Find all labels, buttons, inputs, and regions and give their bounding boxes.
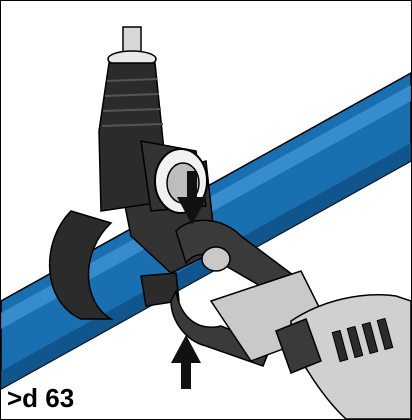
press-tool	[170, 219, 411, 419]
tool-grip-vents	[331, 317, 394, 363]
fitting-ribs	[101, 78, 164, 127]
arrow-up-icon	[171, 335, 201, 389]
arrow-down-icon	[177, 171, 207, 225]
pipe-size-label: >d 63	[7, 383, 75, 413]
saddle-left-band	[48, 210, 114, 320]
tool-dark-collar	[275, 318, 322, 374]
tool-jaw-pivot	[201, 246, 231, 272]
